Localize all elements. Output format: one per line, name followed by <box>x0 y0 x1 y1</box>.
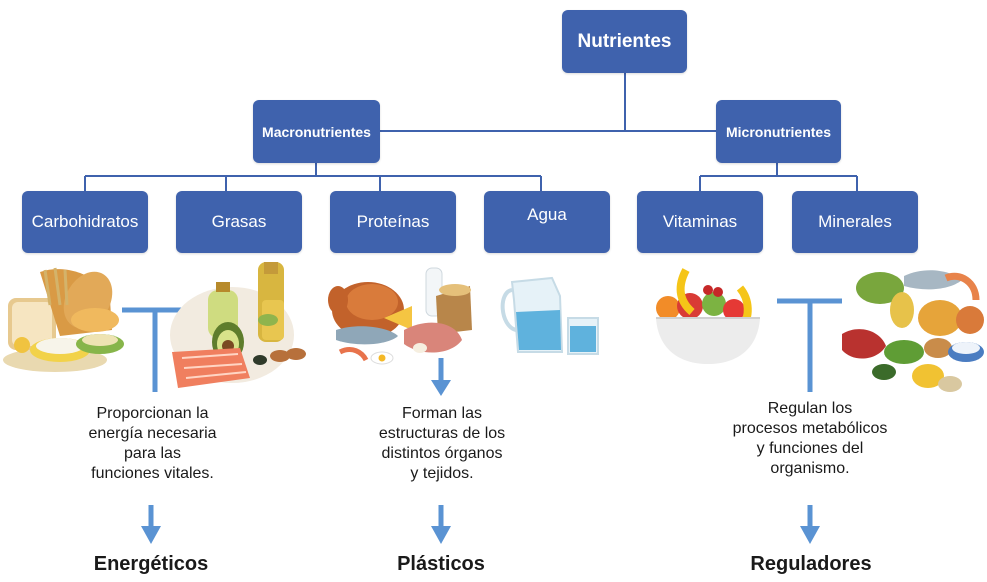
reguladores-description: Regulan los procesos metabólicos y funci… <box>732 400 888 477</box>
group-node-macronutrientes: Macronutrientes <box>253 100 380 163</box>
plasticos-arrow <box>431 505 451 544</box>
carbohydrates-food-illustration <box>3 267 124 372</box>
category-reguladores: Reguladores <box>750 553 872 575</box>
energeticos-arrow <box>141 505 161 544</box>
plasticos-top-arrow <box>431 358 451 396</box>
nutrient-node-carbohidratos: Carbohidratos <box>22 191 148 253</box>
nutrient-node-minerales: Minerales <box>792 191 918 253</box>
root-node-nutrientes: Nutrientes <box>562 10 687 73</box>
fats-food-illustration <box>170 262 306 388</box>
minerals-food-illustration <box>842 270 984 392</box>
water-illustration <box>500 276 599 355</box>
reguladores-arrow <box>800 505 820 544</box>
energeticos-description: Proporcionan la energía necesaria para l… <box>88 405 217 482</box>
category-plasticos: Plásticos <box>397 553 485 575</box>
vitamins-food-illustration <box>656 268 760 364</box>
reguladores-bracket <box>777 298 842 392</box>
plasticos-description: Forman las estructuras de los distintos … <box>378 405 506 482</box>
nutrient-node-proteinas: Proteínas <box>330 191 456 253</box>
group-node-micronutrientes: Micronutrientes <box>716 100 841 163</box>
proteins-food-illustration <box>328 267 472 365</box>
nutrient-node-grasas: Grasas <box>176 191 302 253</box>
nutrient-node-vitaminas: Vitaminas <box>637 191 763 253</box>
category-energeticos: Energéticos <box>93 553 209 575</box>
hierarchy-connectors <box>84 73 858 191</box>
nutrient-node-agua: Agua <box>484 191 610 253</box>
energeticos-bracket <box>122 307 187 392</box>
